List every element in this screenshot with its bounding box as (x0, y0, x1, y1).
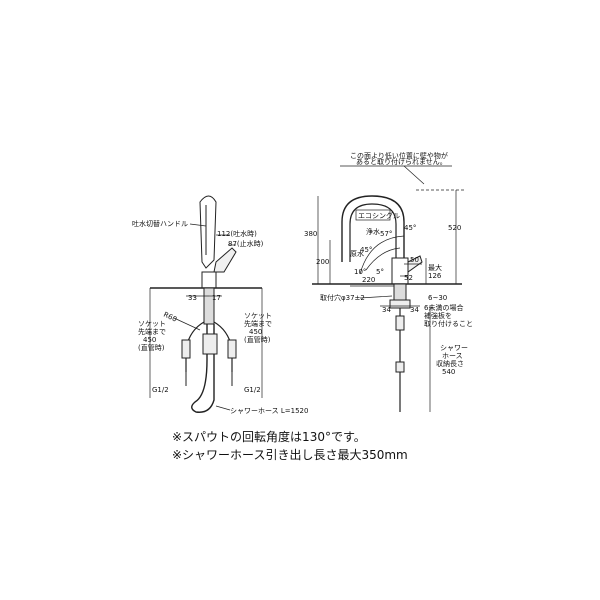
left-socket-left-3: 450 (143, 336, 156, 344)
right-angle-5: 5° (376, 268, 384, 276)
right-dim-520-label: 520 (448, 224, 461, 232)
right-hole-label: 取付穴φ37±2 (320, 293, 365, 302)
right-flow-2: 原水 (350, 249, 364, 258)
left-dim-87: 87(止水時) (228, 239, 264, 248)
left-dim-33: 33 (188, 294, 197, 302)
right-nut (389, 299, 411, 309)
left-socket-right-3: 450 (249, 328, 262, 336)
right-max-label: 最大 (428, 263, 442, 272)
right-dim-220-label: 220 (362, 276, 375, 284)
right-hose-storage-2: ホース (442, 352, 463, 360)
right-hose-storage-1: シャワー (440, 344, 468, 352)
right-note-line-2: あると取り付けられません。 (356, 157, 447, 166)
left-hose-label: シャワーホース L=1520 (230, 407, 308, 415)
left-socket-left-2: 先端まで (138, 327, 166, 336)
right-dim-50-label: 50 (410, 256, 419, 264)
left-spout (199, 195, 217, 269)
right-dim-range: 6~30 (428, 294, 447, 302)
left-view-labels: 吐水切替ハンドル 112(吐水時) 87(止水時) 33 17 R60 ソケット… (132, 219, 308, 415)
right-note-leader (403, 165, 425, 185)
left-hose-leader (215, 405, 231, 411)
left-g-left: G1/2 (152, 386, 169, 394)
right-angle-45: 45° (404, 224, 416, 232)
left-r60-line (173, 317, 201, 331)
right-gooseneck-outer (341, 195, 405, 262)
left-socket-left-1: ソケット (138, 320, 166, 328)
left-dim-112: 112(吐水時) (217, 229, 257, 238)
right-dim-200-label: 200 (316, 258, 329, 266)
left-g-right: G1/2 (244, 386, 261, 394)
right-attach-note-3: 取り付けること (424, 319, 473, 328)
left-handle-label: 吐水切替ハンドル (132, 219, 188, 228)
left-handle-leader (189, 223, 207, 227)
right-lever-arc (359, 235, 405, 275)
left-socket-right (227, 339, 237, 359)
left-socket-right-1: ソケット (244, 312, 272, 320)
left-shank (203, 287, 215, 325)
right-angle-10: 10° (354, 268, 366, 276)
right-hose-fitting (395, 361, 405, 373)
left-dim-17: 17 (212, 294, 221, 302)
right-hole-leader (359, 295, 393, 299)
right-note-line-1: この面より低い位置に壁や物が (350, 151, 448, 160)
right-dim-34a: 34 (382, 306, 391, 314)
right-gooseneck-inner (349, 203, 397, 262)
right-angle-57: 57° (380, 230, 392, 238)
left-shower-hose (191, 324, 215, 413)
right-hose-storage-4: 540 (442, 368, 455, 376)
left-hose-weight (202, 333, 218, 355)
right-attach-note-1: 6未満の場合 (424, 303, 463, 312)
right-eco-label: エコシングル (358, 211, 400, 220)
right-flow-1: 浄水 (366, 227, 380, 236)
left-base (201, 271, 217, 289)
right-dim-34b: 34 (410, 306, 419, 314)
right-view (312, 165, 466, 412)
right-max-value: 126 (428, 272, 442, 280)
right-hose-storage-3: 収納長さ (436, 359, 464, 368)
right-attach-note-2: 補強板を (424, 311, 452, 320)
left-socket-right-4: (直管時) (244, 335, 271, 344)
right-dim-380-label: 380 (304, 230, 317, 238)
left-dim-frame (149, 288, 263, 398)
left-view (149, 195, 263, 413)
right-dim-52-label: 52 (404, 274, 413, 282)
left-socket-left (181, 339, 191, 359)
right-hose-weight (395, 315, 405, 331)
left-socket-left-4: (直管時) (138, 343, 165, 352)
left-socket-right-2: 先端まで (244, 319, 272, 328)
right-view-labels: この面より低い位置に壁や物が あると取り付けられません。 エコシングル 380 … (304, 151, 473, 376)
left-lever-handle (213, 247, 237, 273)
right-angle-45b: 45° (360, 246, 372, 254)
note-rotation: ※スパウトの回転角度は130°です。 (172, 430, 366, 444)
right-eco-box (355, 209, 391, 221)
note-hose-length: ※シャワーホース引き出し長さ最大350mm (172, 448, 408, 462)
right-angle-arc (365, 247, 401, 271)
